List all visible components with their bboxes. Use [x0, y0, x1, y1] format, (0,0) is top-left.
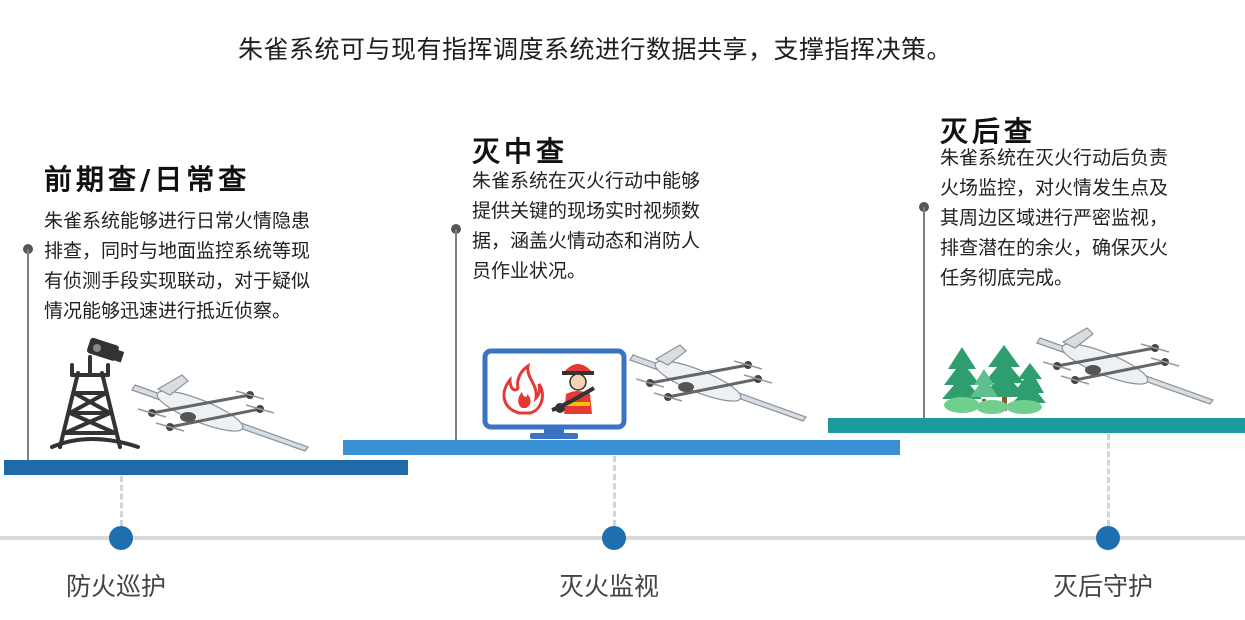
stage-2-desc-line: 员作业状况。: [472, 260, 587, 282]
timeline-label-2: 灭火监视: [559, 572, 660, 601]
stage-1-connector: [120, 476, 123, 526]
drone-icon: [131, 374, 309, 452]
stage-3-desc-line: 任务彻底完成。: [940, 267, 1074, 289]
stage-3-desc-line: 排查潜在的余火，确保灭火: [940, 237, 1169, 259]
stage-1-title: 前期查/日常查: [44, 163, 251, 196]
timeline-label-1: 防火巡护: [66, 572, 167, 601]
stage-1-desc-line: 情况能够迅速进行抵近侦察。: [44, 300, 292, 322]
headline: 朱雀系统可与现有指挥调度系统进行数据共享，支撑指挥决策。: [237, 35, 952, 64]
stage-3-desc-line: 其周边区域进行严密监视，: [940, 207, 1169, 229]
stage-2-connector: [613, 456, 616, 526]
stage-3-description: 朱雀系统在灭火行动后负责 火场监控，对火情发生点及 其周边区域进行严密监视， 排…: [940, 143, 1230, 293]
stage-1-desc-line: 朱雀系统能够进行日常火情隐患: [44, 210, 311, 232]
forest-trees-icon: [942, 345, 1046, 414]
stage-3-bar: [828, 418, 1245, 433]
drone-icon: [1036, 327, 1214, 405]
firefighter-icon: [551, 364, 596, 414]
stage-3-desc-line: 朱雀系统在灭火行动后负责: [940, 147, 1169, 169]
fire-icon: [502, 362, 544, 415]
timeline-node-2: [602, 526, 626, 550]
timeline-node-3: [1096, 526, 1120, 550]
stage-2-bar: [343, 440, 900, 455]
stage-2-desc-line: 朱雀系统在灭火行动中能够: [472, 170, 701, 192]
stage-3-title: 灭后查: [940, 115, 1037, 148]
stage-2-desc-line: 据，涵盖火情动态和消防人: [472, 230, 701, 252]
stage-2-desc-line: 提供关键的现场实时视频数: [472, 200, 701, 222]
stage-1-description: 朱雀系统能够进行日常火情隐患 排查，同时与地面监控系统等现 有侦测手段实现联动，…: [44, 206, 364, 326]
timeline-label-3: 灭后守护: [1053, 572, 1154, 601]
monitor-fire-firefighter-icon: [482, 348, 627, 439]
timeline-node-1: [109, 526, 133, 550]
stage-3-connector: [1107, 434, 1110, 526]
stage-2-stem: [455, 229, 457, 447]
stage-2-description: 朱雀系统在灭火行动中能够 提供关键的现场实时视频数 据，涵盖火情动态和消防人 员…: [472, 166, 762, 286]
stage-1-desc-line: 排查，同时与地面监控系统等现: [44, 240, 311, 262]
stage-2-title: 灭中查: [472, 135, 569, 168]
stage-1-bar: [4, 460, 408, 475]
stage-3-stem: [923, 207, 925, 425]
stage-1-stem: [27, 249, 29, 468]
stage-1-desc-line: 有侦测手段实现联动，对于疑似: [44, 270, 311, 292]
stage-3-desc-line: 火场监控，对火情发生点及: [940, 177, 1169, 199]
drone-icon: [629, 344, 807, 422]
watchtower-camera-icon: [50, 337, 140, 449]
